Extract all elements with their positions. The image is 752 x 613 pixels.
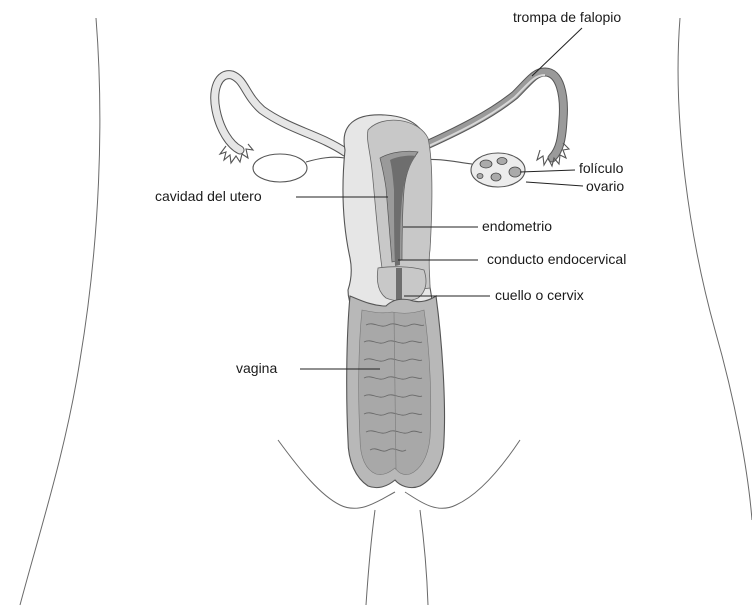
left-ovary <box>253 154 307 182</box>
leader-lines <box>296 28 583 369</box>
follicle-spot <box>497 158 507 165</box>
follicle-spot <box>509 167 521 177</box>
body-left-edge <box>20 18 100 605</box>
leader-trompa <box>532 28 582 76</box>
follicle-spot <box>480 160 492 168</box>
leg-left-inner <box>366 510 375 605</box>
label-cuello-o-cervix: cuello o cervix <box>495 287 584 303</box>
leader-ovario <box>526 182 583 186</box>
body-right-edge <box>678 18 752 520</box>
follicle-spot <box>491 173 501 181</box>
follicle-spot <box>477 174 483 179</box>
label-endometrio: endometrio <box>482 218 552 234</box>
label-conducto-endocervical: conducto endocervical <box>487 251 626 267</box>
label-trompa-de-falopio: trompa de falopio <box>513 9 621 25</box>
right-tube-inner <box>420 72 563 158</box>
label-vagina: vagina <box>236 360 277 376</box>
leg-right-inner <box>420 510 428 605</box>
leader-foliculo <box>520 170 575 172</box>
label-foliculo: folículo <box>579 160 624 176</box>
label-cavidad-del-utero: cavidad del utero <box>155 188 262 204</box>
left-ovary-ligament <box>306 157 345 162</box>
label-ovario: ovario <box>586 178 624 194</box>
cervical-os <box>396 268 402 300</box>
